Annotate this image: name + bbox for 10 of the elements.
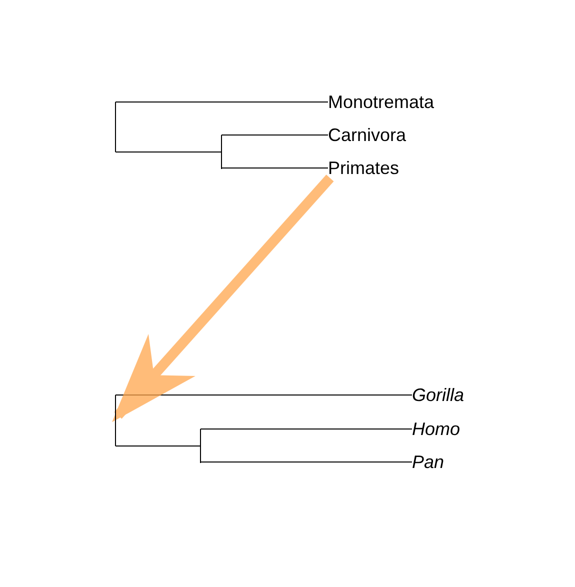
tree-branch bbox=[221, 134, 328, 136]
taxon-label: Monotremata bbox=[328, 92, 434, 112]
taxon-label: Pan bbox=[412, 452, 444, 472]
tree-branch bbox=[200, 428, 412, 430]
taxon-label: Homo bbox=[412, 419, 460, 439]
taxon-label: Carnivora bbox=[328, 125, 406, 145]
taxon-label: Primates bbox=[328, 158, 400, 178]
taxon-label: Gorilla bbox=[412, 385, 464, 405]
arrow bbox=[112, 174, 334, 422]
tree-branch bbox=[115, 394, 412, 396]
